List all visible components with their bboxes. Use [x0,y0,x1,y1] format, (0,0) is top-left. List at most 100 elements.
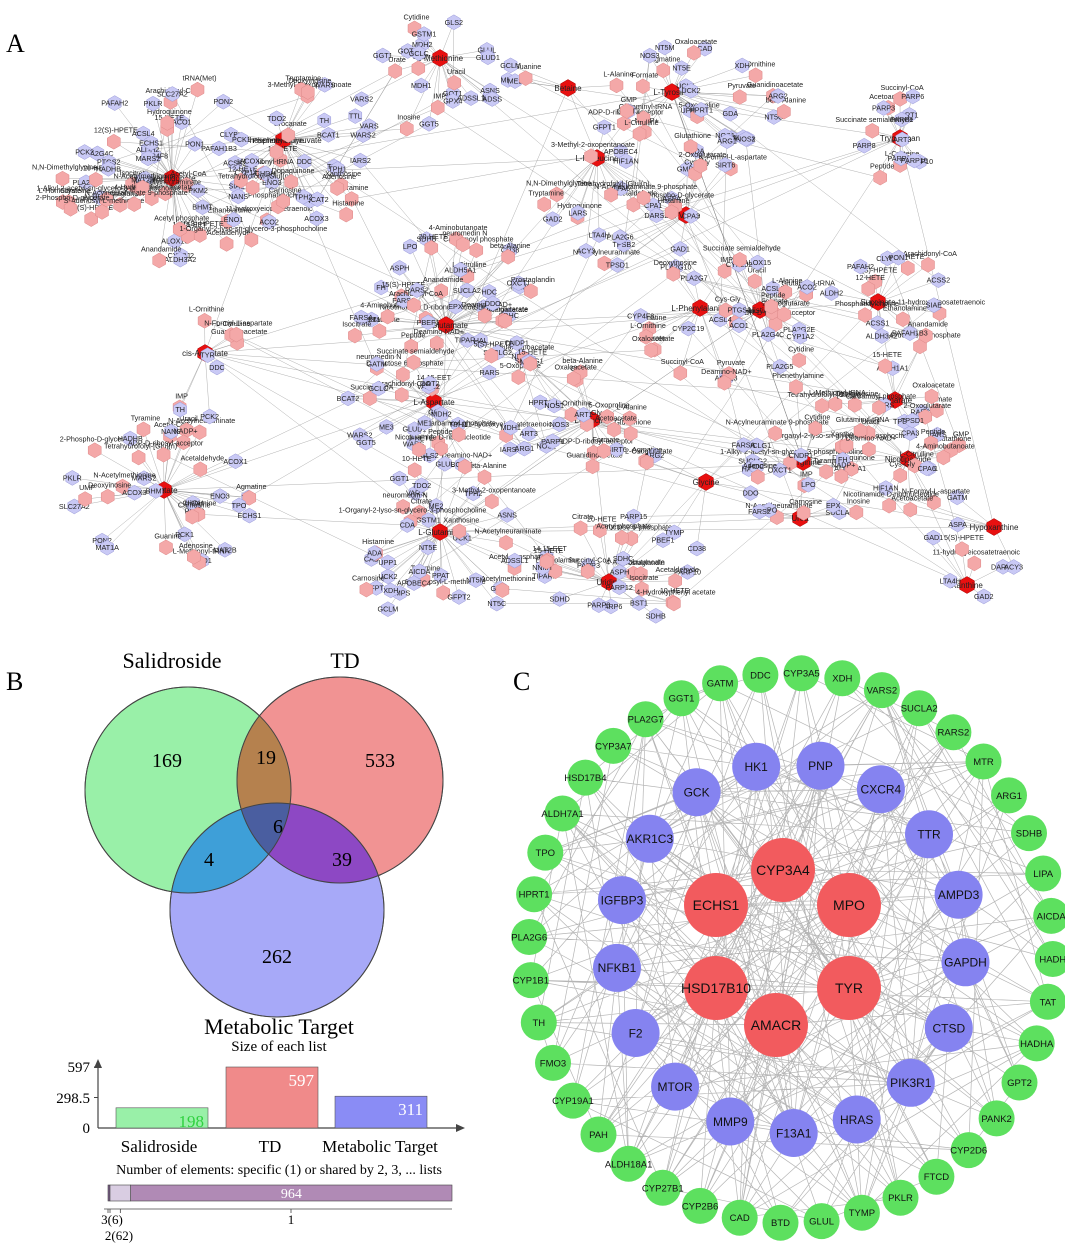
enzyme-node-fars2 [752,503,767,520]
node-label: TDO2 [412,481,431,490]
metabolite-node-acetoacetate [903,501,918,518]
metabolite-node-2-oxoglutarate [693,158,708,174]
metabolite-node-glutaminyl-trna [853,423,868,439]
enzyme-node-fh [374,279,388,296]
node-label: NADP+ [831,460,855,469]
node-label: 2-Phospho-D-glycerate [60,434,134,443]
ppi-label-pklr: PKLR [888,1193,913,1204]
node-label: IARS2 [350,156,371,165]
node-label: GLUD1 [402,425,426,434]
node-label: Adenosine [322,172,356,181]
metabolite-node-s-adenosyl-l-methionine [436,585,450,601]
metabolite-node-15-hete [539,554,554,570]
enzyme-node-nans [231,188,245,205]
node-label: Anandamide [908,320,948,329]
node-label: ART1 [900,110,918,119]
node-label: N-Acetylmethionine [473,574,535,583]
node-label: Oxaloacetate [632,334,674,343]
node-label: NANS [161,427,181,436]
node-label: MPO [761,506,778,515]
ppi-node-cyp3a5 [783,655,820,692]
ppi-node-nfkb1 [593,943,641,992]
node-label: RARS2 [405,286,429,295]
node-label: GPX4 [443,96,462,105]
metabolite-node-20-hete [89,171,103,188]
node-label: ADSSL1 [457,94,485,103]
ppi-node-btd [762,1204,799,1241]
node-label: Deoxyinosine [835,389,878,398]
ppi-node-akr1c3 [625,814,674,863]
metabolite-node-agmatine [242,490,257,506]
node-label: L-Alanine [772,276,802,285]
node-label: L-Tyrosine [653,88,691,97]
node-label: Agmatine [650,54,680,63]
enzyme-node-farsa [354,309,368,326]
ppi-label-btd: BTD [771,1218,790,1229]
ppi-node-igfbp3 [598,876,646,925]
ppi-node-hadha [1018,1025,1055,1062]
metabolite-node-3-methyl-2-oxopentanoate [584,148,598,164]
node-label: PARP12 [888,154,915,163]
node-label: ADA [367,548,382,557]
enzyme-node-gclc [412,45,426,62]
ppi-label-ggt1: GGT1 [669,694,695,705]
metabolite-node-formate [597,443,611,459]
ppi-node-hsd17b10 [684,956,748,1020]
node-label: 3-Methyl-2-oxopentanoate [551,140,635,149]
metabolite-hub-l-glutamine [432,523,448,541]
node-label: Fumarate [878,396,913,405]
venn-count-td-only: 533 [365,750,395,772]
metabolite-node-n-acylneuraminate-9-phosphate [127,196,141,212]
node-label: Succinate semialdehyde [377,346,455,355]
node-label: N-Acylneuraminate 9-phosphate [594,182,697,191]
node-label: XDH [383,586,398,595]
node-label: HADHB [96,164,121,173]
metabolite-hub-fumarate [887,391,903,409]
metabolite-node-tyramine [344,191,359,207]
enzyme-node-pafah2 [107,95,122,111]
ppi-label-cyp19a1: CYP19A1 [552,1096,594,1107]
metabolite-node-carbamoyl-phosphate [452,426,466,443]
node-label: Phosphoenolpyruvate [244,136,322,145]
metabolite-node-uracil [447,75,461,91]
metabolite-node-cys-gly [893,467,907,484]
bar-category-metabolic-target: Metabolic Target [322,1137,438,1156]
node-label: Guanidinoacetate [566,450,622,459]
node-label: GFPT2 [447,592,470,601]
metabolite-node-formate [636,78,650,95]
node-label: 1-Alkyl-2-acetyl-sn-glycero-3-phosphocho… [36,184,180,193]
metabolite-hub-l-methionine [432,49,448,67]
metabolite-node-glutathione [683,139,698,155]
node-label: Urate [388,55,406,64]
node-label: TPSB2 [612,240,635,249]
metabolite-node-deamino-nad [458,458,472,475]
node-label: BST1 [630,599,648,608]
metabolite-node-acetyl-phosphate [615,529,629,546]
node-label: Hydroquinone [147,107,192,116]
enzyme-node-pck2 [77,144,92,160]
metabolite-node-2-phospho-d-glycerate [63,201,78,217]
enzyme-node-hprt1 [533,394,547,411]
enzyme-node-gstm1 [421,512,436,528]
enzyme-node-pafah2 [853,258,868,275]
ppi-node-ftcd [918,1158,955,1195]
metabolite-node-3-methyl-2-oxopentanoate [485,493,499,510]
enzyme-node-tpsd1 [610,257,625,273]
node-label: PLA2G4C [752,330,784,339]
node-label: Xanthosine [443,515,479,524]
node-label: Oxaloacetate [912,380,954,389]
node-label: Glycine [693,478,720,487]
node-label: CYP1A2 [787,332,815,341]
node-label: VARS [360,122,379,131]
ppi-node-pla2g7 [627,701,664,738]
metabolite-node-arachidonyl-coa [395,387,409,403]
shared-elements-chart: Number of elements: specific (1) or shar… [101,1163,453,1243]
metabolite-node-histamine [339,206,353,223]
ppi-label-pank2: PANK2 [981,1114,1011,1125]
ppi-label-amacr: AMACR [751,1017,802,1033]
node-label: Carbamoyl phosphate [846,392,916,401]
node-label: GSTM1 [412,30,437,39]
enzyme-node-ddc [210,359,224,376]
metabolite-node-20-hete [424,240,439,256]
